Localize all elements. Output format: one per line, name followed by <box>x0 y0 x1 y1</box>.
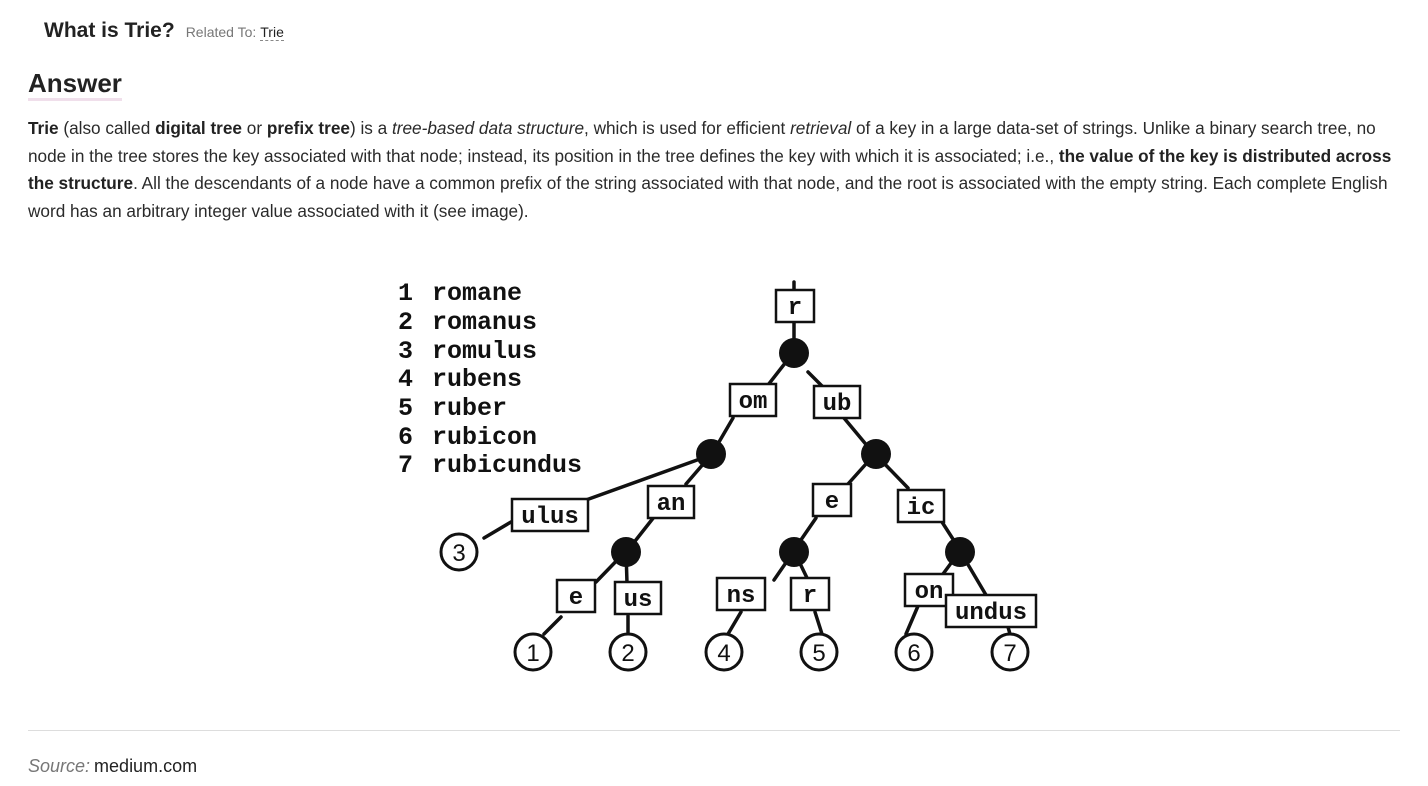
word-num: 7 <box>398 451 413 480</box>
answer-heading: Answer <box>28 68 122 101</box>
label-box <box>555 578 597 614</box>
text-span: (also called <box>58 118 156 138</box>
edge-label-boxes <box>510 288 1038 629</box>
word-text: ruber <box>432 394 507 423</box>
text-span: . All the descendants of a node have a c… <box>28 173 1388 221</box>
question-header: What is Trie? Related To:Trie <box>44 19 284 43</box>
leaf-value: 5 <box>812 640 825 667</box>
leaf-value: 3 <box>452 540 465 567</box>
trie-node <box>779 338 809 368</box>
trie-node <box>861 439 891 469</box>
edge-label: e <box>825 489 839 516</box>
leaf-node <box>704 632 744 672</box>
edge-label: us <box>624 587 653 614</box>
source-site: medium.com <box>94 756 198 776</box>
label-box <box>896 488 946 524</box>
text-span: , which is used for efficient <box>584 118 791 138</box>
trie-node <box>779 537 809 567</box>
leaf-values: 3 1 2 4 5 6 7 <box>452 540 1016 667</box>
leaf-node <box>894 632 934 672</box>
edge-label: undus <box>955 600 1027 627</box>
answer-paragraph: Trie (also called digital tree or prefix… <box>28 115 1404 225</box>
term-digital-tree: digital tree <box>155 118 242 138</box>
edge-label: r <box>788 295 802 322</box>
edge <box>584 453 713 502</box>
source-label: Source: <box>28 756 91 776</box>
edge-label: om <box>739 389 768 416</box>
edge-label-texts: r om ub ulus an e ic e us ns r on undus <box>521 295 1027 627</box>
term-retrieval: retrieval <box>790 118 852 138</box>
word-text: rubicundus <box>432 451 582 480</box>
edge-label: e <box>569 585 583 612</box>
word-text: romanus <box>432 308 537 337</box>
term-value-distributed: the value of the key is distributed acro… <box>28 145 1392 194</box>
question-title: What is Trie? <box>44 19 175 42</box>
label-box <box>646 484 696 520</box>
edge-label: on <box>915 579 944 606</box>
label-box <box>774 288 816 324</box>
word-list: 1 romane 2 romanus 3 romulus 4 rubens 5 … <box>398 279 582 480</box>
leaf-value: 7 <box>1003 640 1016 667</box>
leaf-value: 2 <box>621 640 634 667</box>
leaf-node <box>990 632 1030 672</box>
edge <box>813 610 824 636</box>
edge-label: an <box>657 491 686 518</box>
related-label: Related To: <box>185 24 257 40</box>
text-span: or <box>242 118 267 138</box>
term-trie: Trie <box>28 118 59 138</box>
leaf-node <box>439 532 479 572</box>
word-text: romane <box>432 279 522 308</box>
label-box <box>728 382 778 418</box>
edge-label: ns <box>727 583 756 610</box>
term-prefix-tree: prefix tree <box>266 118 350 138</box>
leaf-value: 1 <box>526 640 539 667</box>
term-tree-based: tree-based data structure <box>391 118 585 138</box>
word-text: romulus <box>432 337 537 366</box>
label-box <box>789 576 831 612</box>
label-box <box>715 576 767 612</box>
leaf-node <box>608 632 648 672</box>
leaf-node <box>513 632 553 672</box>
edge <box>542 615 563 636</box>
word-num: 2 <box>398 308 413 337</box>
internal-nodes <box>611 338 975 567</box>
source-line: Source:medium.com <box>28 756 197 777</box>
edge-label: r <box>803 583 817 610</box>
edge-label: ulus <box>521 504 579 531</box>
leaf-value: 4 <box>717 640 730 667</box>
edge-label: ic <box>907 495 936 522</box>
word-num: 4 <box>398 365 413 394</box>
edge-label: ub <box>823 391 852 418</box>
label-box <box>812 384 862 420</box>
word-num: 5 <box>398 394 413 423</box>
leaf-node <box>799 632 839 672</box>
edge <box>726 610 743 636</box>
leaf-circles <box>439 532 1030 672</box>
divider <box>28 730 1400 731</box>
label-box <box>811 482 853 518</box>
word-num: 1 <box>398 279 413 308</box>
related-to: Related To:Trie <box>185 24 284 41</box>
trie-diagram: 1 romane 2 romanus 3 romulus 4 rubens 5 … <box>378 262 1062 692</box>
word-text: rubens <box>432 365 522 394</box>
word-num: 3 <box>398 337 413 366</box>
edge <box>482 520 513 540</box>
text-span: ) is a <box>349 118 392 138</box>
trie-node <box>945 537 975 567</box>
trie-node <box>611 537 641 567</box>
word-text: rubicon <box>432 423 537 452</box>
label-box <box>510 497 590 533</box>
leaf-value: 6 <box>907 640 920 667</box>
related-topic-link[interactable]: Trie <box>260 24 284 41</box>
text-span: of a key in a large data-set of strings.… <box>28 118 1376 166</box>
trie-node <box>696 439 726 469</box>
label-box <box>613 580 663 616</box>
label-box <box>944 593 1038 629</box>
word-num: 6 <box>398 423 413 452</box>
edge <box>904 604 920 636</box>
